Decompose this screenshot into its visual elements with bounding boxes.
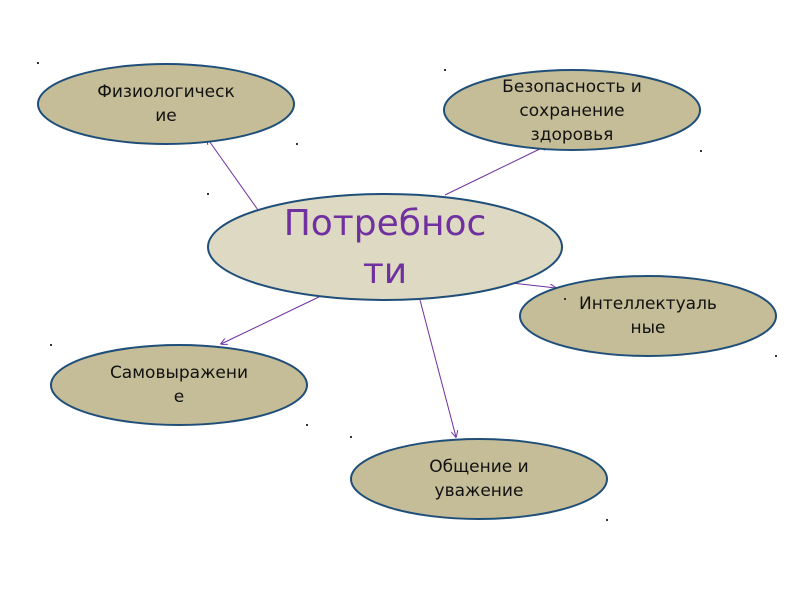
center-label: Потребнос ти — [283, 203, 487, 292]
decorative-dots — [37, 62, 777, 521]
connector-safety — [444, 145, 548, 196]
node-label-intellectual: Интеллектуаль ные — [579, 294, 717, 338]
node-label-self-expression: Самовыражени е — [109, 363, 249, 407]
node-intellectual — [519, 275, 777, 357]
node-label-physiological: Физиологическ ие — [97, 82, 235, 126]
center-node — [207, 193, 563, 301]
node-safety — [443, 69, 701, 151]
node-label-communication: Общение и уважение — [429, 457, 529, 501]
node-communication — [350, 438, 608, 520]
node-self-expression — [50, 344, 308, 426]
connector-communication — [419, 299, 456, 437]
node-label-safety: Безопасность и сохранение здоровья — [502, 77, 642, 145]
node-physiological — [37, 63, 295, 145]
connector-intellectual — [511, 282, 556, 288]
connector-self-expression — [221, 293, 326, 344]
connector-physiological — [207, 138, 259, 211]
